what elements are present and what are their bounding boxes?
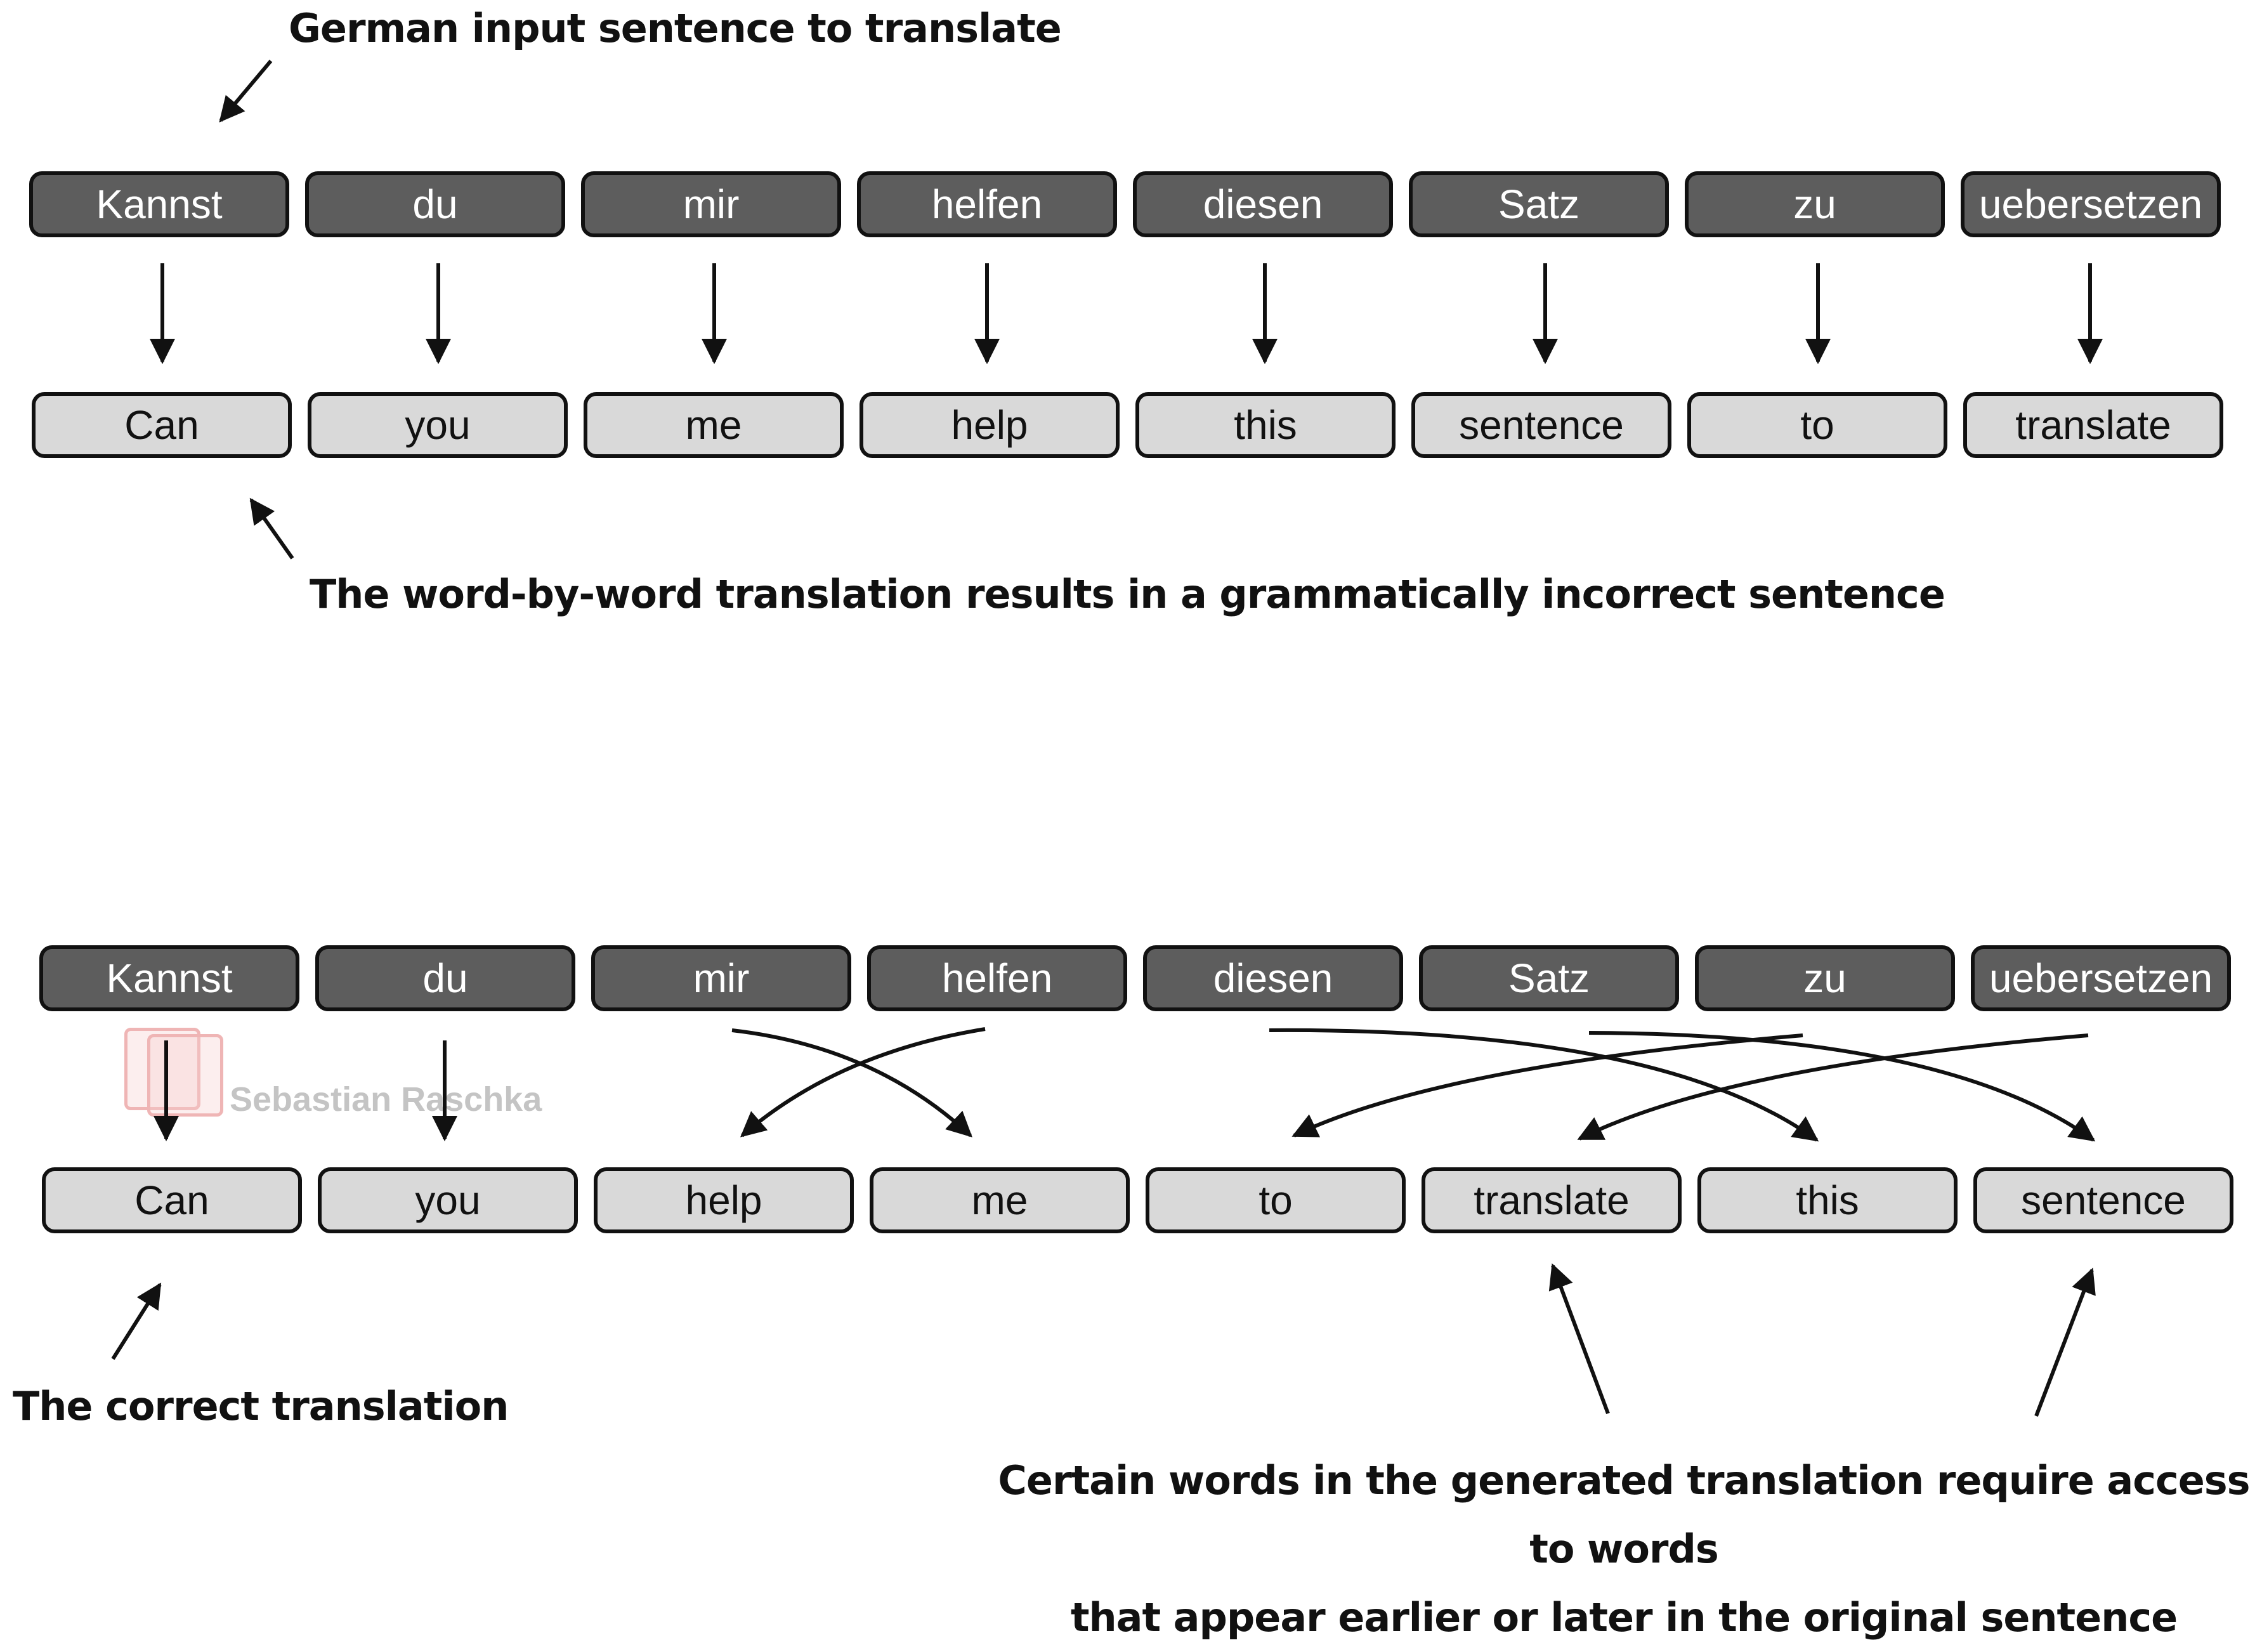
- watermark-seal-icon: [124, 1028, 200, 1110]
- top-german-token-6: Satz: [1409, 171, 1669, 237]
- watermark-text: Sebastian Raschka: [230, 1080, 542, 1118]
- bottom-german-token-1: Kannst: [39, 945, 299, 1011]
- top-german-token-2: du: [305, 171, 565, 237]
- bottom-german-token-8: uebersetzen: [1971, 945, 2231, 1011]
- top-german-token-1: Kannst: [29, 171, 289, 237]
- bottom-german-token-6: Satz: [1419, 945, 1679, 1011]
- top-german-token-7: zu: [1685, 171, 1945, 237]
- top-german-token-4: helfen: [857, 171, 1117, 237]
- bottom-english-token-3: help: [594, 1167, 854, 1233]
- watermark-seal-icon-2: [147, 1034, 223, 1117]
- bottom-arrow-helfen-help: [740, 1027, 986, 1137]
- bottom-arrow-satz-sentence: [1588, 1031, 2096, 1142]
- bottom-german-token-4: helfen: [867, 945, 1127, 1011]
- bottom-english-token-8: sentence: [1973, 1167, 2233, 1233]
- top-german-token-8: uebersetzen: [1961, 171, 2221, 237]
- top-english-token-5: this: [1135, 392, 1396, 458]
- annotation-word-by-word: The word-by-word translation results in …: [310, 571, 1945, 617]
- top-english-token-7: to: [1687, 392, 1947, 458]
- bottom-english-token-7: this: [1697, 1167, 1958, 1233]
- top-english-token-8: translate: [1963, 392, 2223, 458]
- bottom-english-token-6: translate: [1422, 1167, 1682, 1233]
- annotation-input-sentence: German input sentence to translate: [289, 5, 1062, 51]
- top-german-token-3: mir: [581, 171, 841, 237]
- pointer-arrow-sentence: [2034, 1268, 2096, 1417]
- bottom-english-token-4: me: [870, 1167, 1130, 1233]
- bottom-arrow-zu-to: [1291, 1033, 1803, 1137]
- pointer-arrow-input: [219, 60, 273, 123]
- top-german-token-5: diesen: [1133, 171, 1393, 237]
- arrows-layer: [111, 60, 2103, 1417]
- bottom-german-token-7: zu: [1695, 945, 1955, 1011]
- bottom-german-token-2: du: [315, 945, 575, 1011]
- bottom-arrow-mir-me: [731, 1028, 972, 1137]
- pointer-arrow-translate: [1548, 1263, 1610, 1415]
- bottom-arrow-uebersetzen-translate: [1577, 1033, 2089, 1141]
- diagram: German input sentence to translate Kanns…: [13, 5, 2251, 1641]
- bottom-german-token-3: mir: [591, 945, 851, 1011]
- bottom-english-token-5: to: [1146, 1167, 1406, 1233]
- annotation-correct-translation: The correct translation: [13, 1383, 509, 1429]
- bottom-english-token-1: Can: [42, 1167, 302, 1233]
- pointer-arrow-word-by-word: [249, 497, 294, 560]
- annotation-reordering-line-2: that appear earlier or later in the orig…: [1070, 1594, 2178, 1641]
- bottom-german-token-5: diesen: [1143, 945, 1403, 1011]
- top-english-token-4: help: [860, 392, 1120, 458]
- annotation-reordering-line-1: Certain words in the generated translati…: [998, 1457, 2250, 1572]
- top-english-token-1: Can: [32, 392, 292, 458]
- top-english-token-3: me: [584, 392, 844, 458]
- top-english-token-6: sentence: [1411, 392, 1671, 458]
- pointer-arrow-correct: [111, 1282, 162, 1360]
- top-english-token-2: you: [308, 392, 568, 458]
- bottom-english-token-2: you: [318, 1167, 578, 1233]
